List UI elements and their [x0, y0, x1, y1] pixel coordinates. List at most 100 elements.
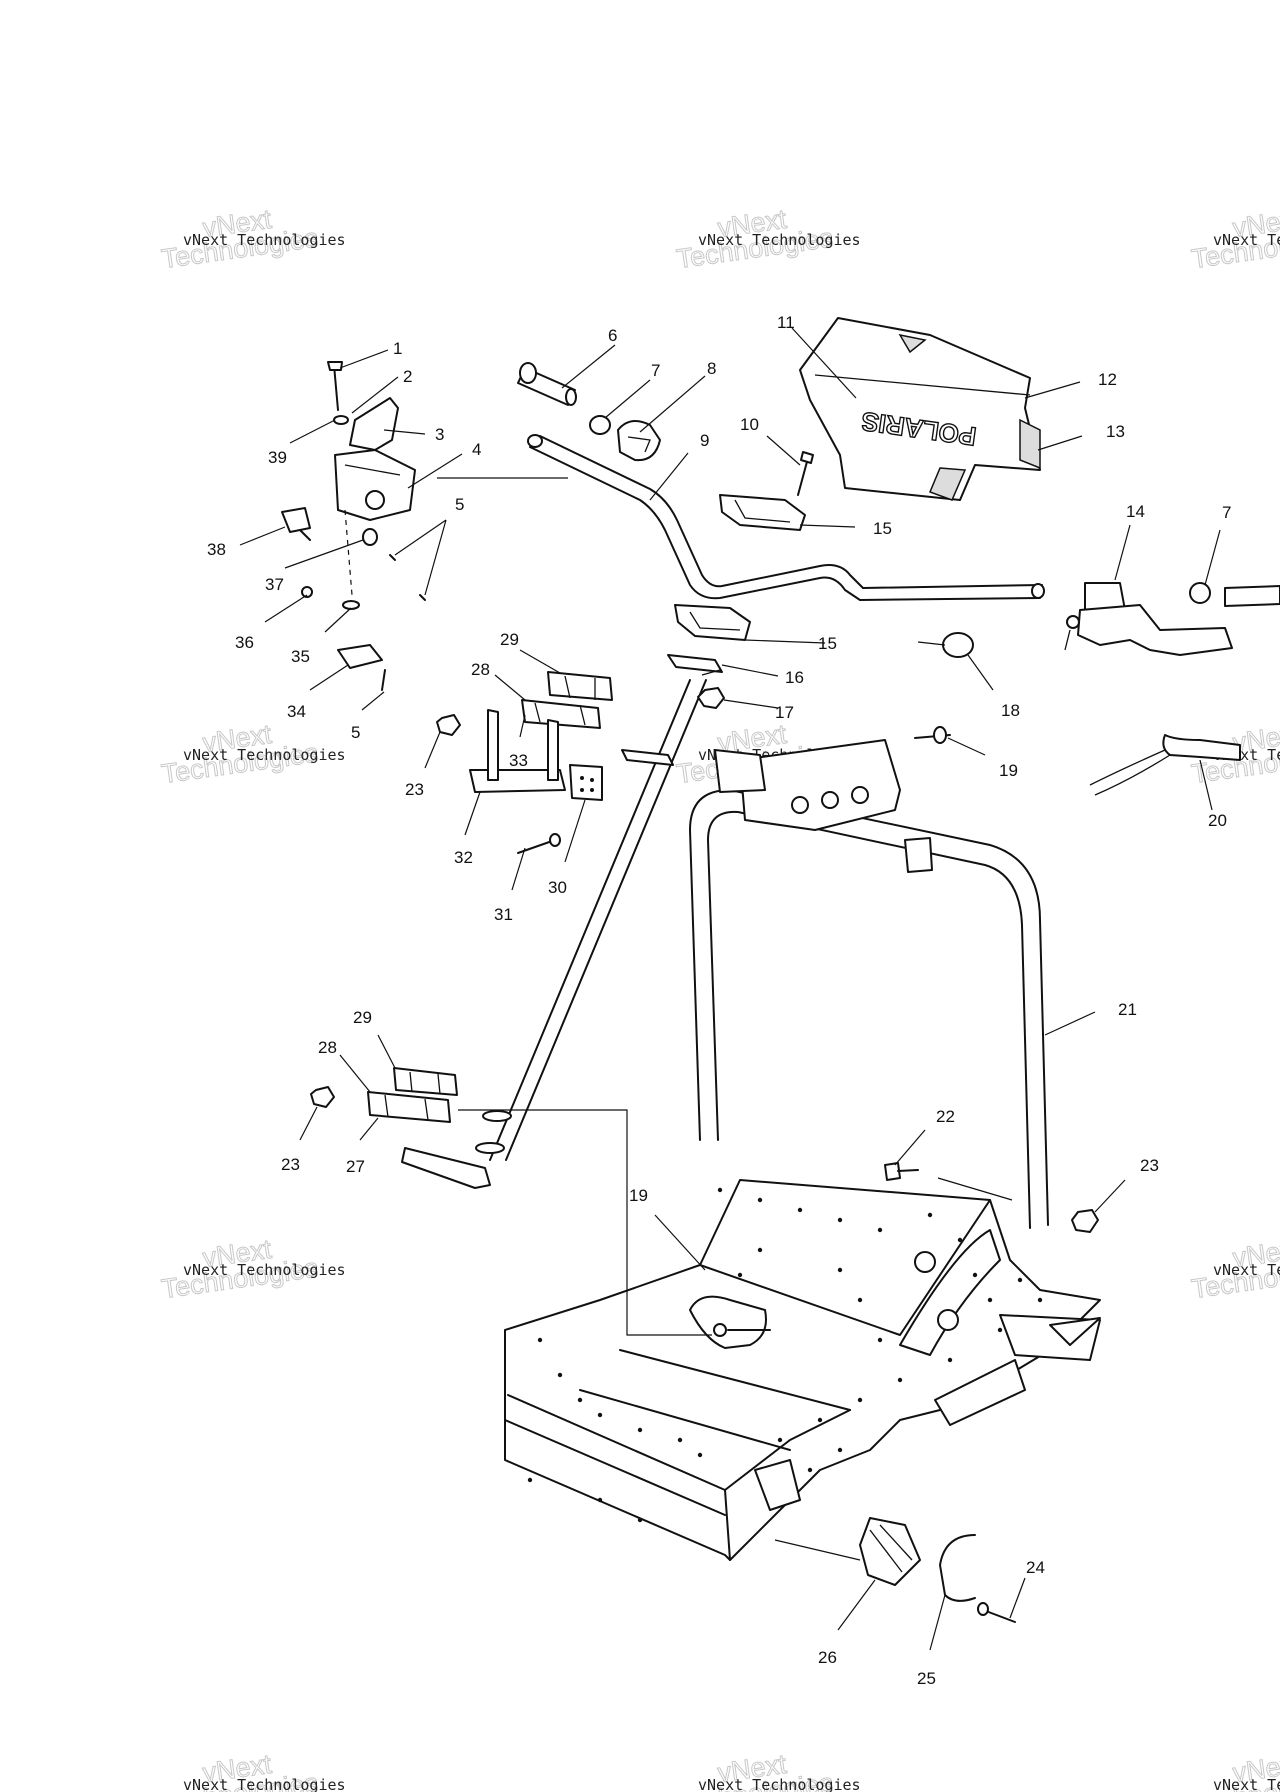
callout-32: 32 [454, 848, 473, 867]
rivet [807, 1467, 813, 1473]
watermark-small-text: vNext Technologies [1213, 231, 1280, 249]
callout-28-lower: 28 [318, 1038, 337, 1057]
chassis [504, 1179, 1101, 1561]
brake-master-cylinder [1064, 582, 1233, 656]
callout-8: 8 [707, 359, 716, 378]
callout-39: 39 [268, 448, 287, 467]
callout-labels: 1 2 3 39 4 5 38 37 36 35 34 5 6 7 8 9 10… [207, 313, 1231, 1688]
nut-23-right [1071, 1209, 1099, 1233]
callout-28-upper: 28 [471, 660, 490, 679]
callout-21: 21 [1118, 1000, 1137, 1019]
rivet [837, 1217, 843, 1223]
callout-17: 17 [775, 703, 794, 722]
grip-left [517, 362, 577, 406]
callout-19-lower: 19 [629, 1186, 648, 1205]
callout-35: 35 [291, 647, 310, 666]
rivet [837, 1267, 843, 1273]
switch-housing [617, 420, 661, 462]
callout-11: 11 [777, 313, 795, 332]
bolt-22 [884, 1162, 919, 1181]
callout-10: 10 [740, 415, 759, 434]
callout-38: 38 [207, 540, 226, 559]
rivet [597, 1412, 603, 1418]
lower-bushing-blocks [310, 1067, 458, 1123]
callout-19-upper: 19 [999, 761, 1018, 780]
rivet [577, 1397, 583, 1403]
rivet [677, 1437, 683, 1443]
callout-29-upper: 29 [500, 630, 519, 649]
rivet [957, 1237, 963, 1243]
callout-22: 22 [936, 1107, 955, 1126]
watermark-small-text: vNext Technologies [183, 231, 346, 249]
rivet [972, 1272, 978, 1278]
rivet [697, 1452, 703, 1458]
rivet [717, 1187, 723, 1193]
throttle-cap [917, 632, 974, 658]
callout-31: 31 [494, 905, 513, 924]
callout-13: 13 [1106, 422, 1125, 441]
rivet [527, 1477, 533, 1483]
callout-23-lower: 23 [281, 1155, 300, 1174]
watermark-small-text: vNext Technologies [183, 1776, 346, 1792]
callout-23-upper: 23 [405, 780, 424, 799]
left-control-block [281, 361, 426, 691]
bar-clamp-upper [719, 494, 806, 531]
rivet [637, 1517, 643, 1523]
rivet [927, 1212, 933, 1218]
callout-18: 18 [1001, 701, 1020, 720]
callout-25: 25 [917, 1669, 936, 1688]
rivet [857, 1397, 863, 1403]
bar-end-plug [589, 415, 611, 435]
bolts-19 [914, 726, 951, 744]
pin-24 [977, 1602, 1016, 1623]
rivet [817, 1417, 823, 1423]
rivet [637, 1427, 643, 1433]
handlebar-pad: POLARIS [799, 317, 1041, 501]
callout-15-upper: 15 [873, 519, 892, 538]
rivet [947, 1357, 953, 1363]
callout-27: 27 [346, 1157, 365, 1176]
callout-7-right: 7 [1222, 503, 1231, 522]
callout-23-right: 23 [1140, 1156, 1159, 1175]
callout-12: 12 [1098, 370, 1117, 389]
callout-5-upper: 5 [455, 495, 464, 514]
handlebar [527, 434, 1045, 601]
callout-36: 36 [235, 633, 254, 652]
callout-33: 33 [509, 751, 528, 770]
callout-30: 30 [548, 878, 567, 897]
callout-24: 24 [1026, 1558, 1045, 1577]
watermark-small-text: vNext Technologies [698, 1776, 861, 1792]
callout-34: 34 [287, 702, 306, 721]
watermark-small-text: vNext Technologies [183, 1261, 346, 1279]
rivet [877, 1227, 883, 1233]
callout-26: 26 [818, 1648, 837, 1667]
steering-support-hoop [689, 739, 1049, 1229]
grip-heater [1089, 734, 1241, 796]
callout-9: 9 [700, 431, 709, 450]
chassis-rivets [527, 1187, 1043, 1523]
rivet [857, 1297, 863, 1303]
callout-14: 14 [1126, 502, 1145, 521]
callout-7: 7 [651, 361, 660, 380]
post-cap-line [701, 669, 721, 676]
leader-lines [239, 327, 1221, 1651]
watermark-small-text: vNext Technologies [1213, 1261, 1280, 1279]
clamp-bolt [797, 451, 814, 496]
upper-bushing-blocks [436, 671, 613, 854]
rivet [597, 1497, 603, 1503]
rivet [777, 1437, 783, 1443]
bar-end-plug-right [1189, 582, 1211, 604]
callout-16: 16 [785, 668, 804, 687]
nut-17 [697, 687, 725, 709]
front-cover-26 [859, 1517, 921, 1586]
rivet [997, 1327, 1003, 1333]
rivet [837, 1447, 843, 1453]
